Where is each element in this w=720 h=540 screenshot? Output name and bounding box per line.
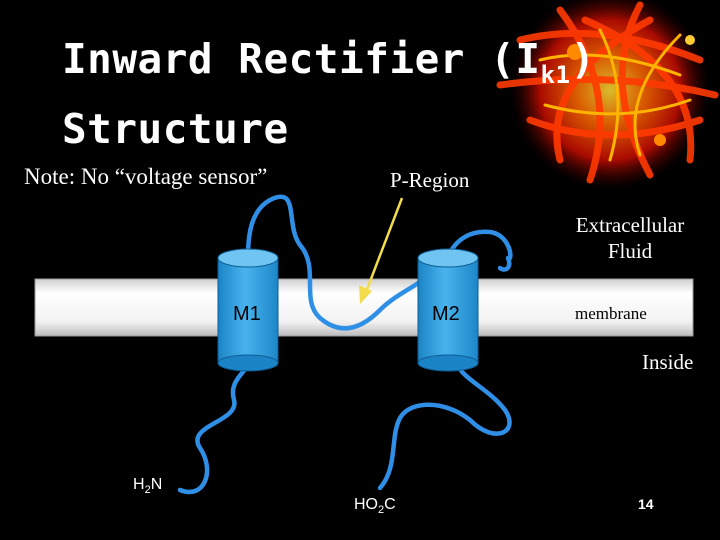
membrane-label: membrane xyxy=(575,304,647,323)
n-terminus-prefix: H xyxy=(133,476,145,493)
c-terminus-sub: 2 xyxy=(378,504,385,517)
title-line-2: Structure xyxy=(62,105,289,153)
n-terminus-label: H2N xyxy=(133,476,162,496)
c-terminus-label: HO2C xyxy=(354,496,396,516)
title-subscript: k1 xyxy=(540,61,571,89)
extracellular-label: Extracellular Fluid xyxy=(540,212,720,264)
protein-chain xyxy=(177,194,513,495)
m2-label: M2 xyxy=(432,303,460,325)
n-terminus-sub: 2 xyxy=(144,484,151,497)
helix-m1 xyxy=(217,248,279,372)
extracellular-line-2: Fluid xyxy=(607,239,653,263)
p-region-label: P-Region xyxy=(390,168,470,192)
slide-title: Inward Rectifier (Ik1) Structure xyxy=(62,32,596,156)
m1-label: M1 xyxy=(233,303,261,325)
note-text: Note: No “voltage sensor” xyxy=(24,164,268,189)
title-close: ) xyxy=(570,35,596,83)
inside-label: Inside xyxy=(642,350,694,374)
p-region-arrow xyxy=(359,197,404,304)
title-text: Inward Rectifier (I xyxy=(62,35,541,83)
c-terminus-suffix: C xyxy=(384,496,396,513)
page-number: 14 xyxy=(638,496,654,512)
helix-m2 xyxy=(417,248,479,372)
fiery-orb-graphic xyxy=(496,0,719,190)
c-terminus-prefix: HO xyxy=(354,496,378,513)
extracellular-line-1: Extracellular xyxy=(575,213,685,237)
n-terminus-suffix: N xyxy=(150,476,163,493)
